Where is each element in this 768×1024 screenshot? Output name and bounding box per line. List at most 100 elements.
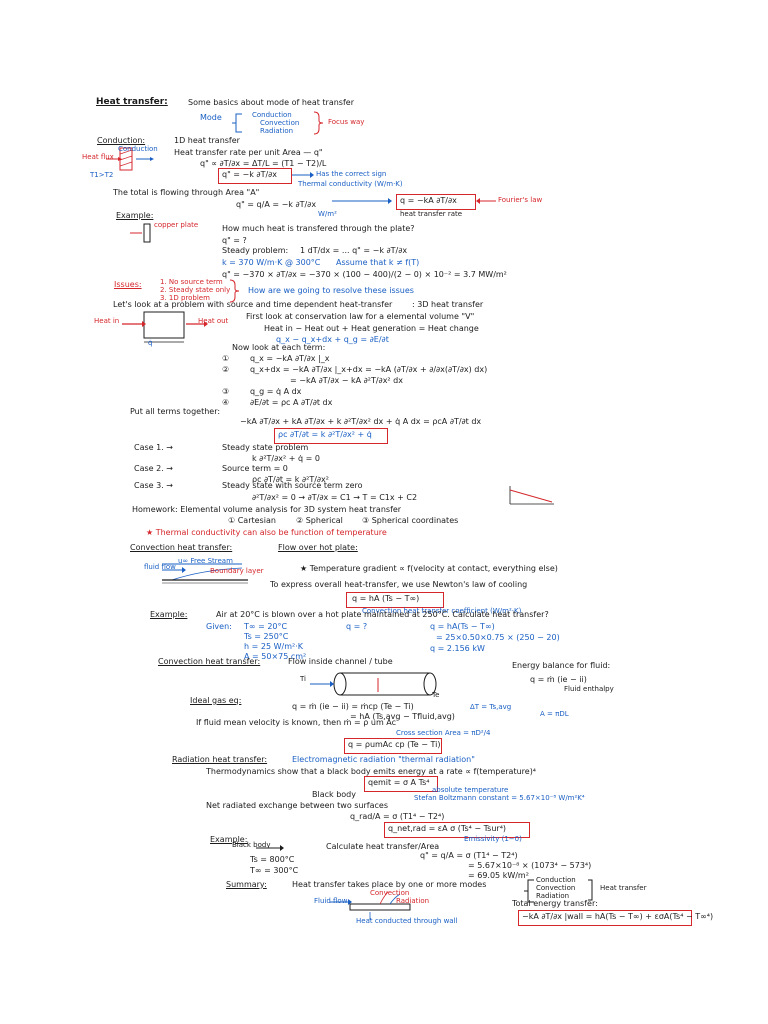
modes-prefix: Mode bbox=[200, 113, 222, 122]
issue-3: 3. 1D problem bbox=[160, 294, 210, 302]
summary-mode-1: Conduction bbox=[536, 876, 576, 884]
eq3-units: W/m² bbox=[318, 210, 337, 218]
cross-note: Cross section Area = πD²/4 bbox=[396, 729, 491, 737]
mode-convection: Convection bbox=[260, 119, 300, 127]
net-eq: q_rad/A = σ (T1⁴ − T2⁴) bbox=[350, 812, 445, 821]
conv-solve-2: = 25×0.50×0.75 × (250 − 20) bbox=[436, 633, 560, 642]
h-note: Convection heat transfer coefficient (W/… bbox=[362, 607, 522, 615]
internal-heading: Convection heat transfer: bbox=[158, 657, 261, 666]
net-boxed: q_net,rad = εA σ (Ts⁴ − Tsur⁴) bbox=[388, 824, 507, 833]
ideal-eq1: q = ṁ (ie − ii) = ṁcp (Te − Ti) bbox=[292, 702, 414, 711]
fig-sub: T1>T2 bbox=[90, 171, 114, 179]
total-label: The total is flowing through Area "A" bbox=[113, 188, 260, 197]
abs-temp: absolute temperature bbox=[432, 786, 509, 794]
convection-bullet2: To express overall heat-transfer, we use… bbox=[270, 580, 528, 589]
newton-box bbox=[346, 592, 444, 608]
put-together-label: Put all terms together: bbox=[130, 407, 221, 416]
linear-profile-figure bbox=[509, 486, 554, 505]
net-label: Net radiated exchange between two surfac… bbox=[206, 801, 389, 810]
general-intro-tag: : 3D heat transfer bbox=[412, 300, 484, 309]
summary-total: Total energy transfer: bbox=[512, 899, 598, 908]
example1-steady: Steady problem: bbox=[222, 246, 289, 255]
summary-box bbox=[518, 910, 692, 926]
conv-given-3: h = 25 W/m²·K bbox=[244, 642, 303, 651]
arrow-2 bbox=[332, 198, 392, 204]
cv-heat-in: Heat in bbox=[94, 317, 120, 325]
rad-example-fig: Black body bbox=[232, 841, 271, 849]
emissivity-note: Emissivity (1−0) bbox=[464, 835, 522, 843]
tube-out: Te bbox=[432, 691, 440, 699]
coord-1: ① Cartesian bbox=[228, 516, 276, 525]
radiation-thermo: Thermodynamics show that a black body em… bbox=[206, 767, 537, 776]
case2-text: Source term = 0 bbox=[222, 464, 288, 473]
tube-figure bbox=[310, 672, 437, 696]
sign-note: Has the correct sign bbox=[316, 170, 387, 178]
rad-example-figure bbox=[256, 845, 284, 851]
summary-heading: Summary: bbox=[226, 880, 267, 889]
combined-eq: −kA ∂T/∂x + kA ∂T/∂x + k ∂²T/∂x² dx + q̇… bbox=[240, 417, 482, 426]
free-stream-label: u∞ Free Stream bbox=[178, 557, 233, 565]
conv-given-label: Given: bbox=[206, 622, 232, 631]
radiation-heading: Radiation heat transfer: bbox=[172, 755, 268, 764]
stefan-note: Stefan Boltzmann constant = 5.67×10⁻⁸ W/… bbox=[414, 794, 585, 802]
case1-text: Steady state problem bbox=[222, 443, 309, 452]
conv-example-text: Air at 20°C is blown over a hot plate ma… bbox=[216, 610, 549, 619]
mean-vel: If fluid mean velocity is known, then ṁ … bbox=[196, 718, 397, 727]
example1-heading: Example: bbox=[116, 211, 154, 220]
example1-result: q" = −370 × ∂T/∂x = −370 × (100 − 400)/(… bbox=[222, 270, 507, 279]
modes-note: Focus way bbox=[328, 118, 365, 126]
general-conservation: First look at conservation law for a ele… bbox=[246, 312, 475, 321]
rad-given-2: T∞ = 300°C bbox=[250, 866, 299, 875]
emit-box bbox=[364, 776, 438, 792]
fourier-note: Fourier's law bbox=[498, 196, 543, 204]
flat-plate-figure bbox=[162, 563, 248, 584]
blackbody-label: Black body bbox=[312, 790, 356, 799]
example1-question: How much heat is transfered through the … bbox=[222, 224, 415, 233]
conv-given-4: A = 50×75 cm² bbox=[244, 652, 307, 661]
summary-mode-3: Radiation bbox=[536, 892, 570, 900]
fig-label: Conduction bbox=[118, 145, 158, 153]
summary-cond: Heat conducted through wall bbox=[356, 917, 458, 925]
case1-eq: k ∂²T/∂x² + q̇ = 0 bbox=[252, 454, 320, 463]
case1-label: Case 1. → bbox=[134, 443, 173, 452]
case3-eq: ∂²T/∂x² = 0 → ∂T/∂x = C1 → T = C1x + C2 bbox=[252, 493, 418, 502]
modes-red-brace bbox=[313, 111, 324, 135]
issue-1: 1. No source term bbox=[160, 278, 223, 286]
fluid-flow-label: fluid flow bbox=[144, 563, 176, 571]
case3-label: Case 3. → bbox=[134, 481, 173, 490]
rad-sol-2: = 5.67×10⁻⁸ × (1073⁴ − 573⁴) bbox=[468, 861, 592, 870]
conduction-eq1: q" ∝ ∂T/∂x = ΔT/L = (T1 − T2)/L bbox=[200, 159, 327, 168]
rad-sol-3: = 69.05 kW/m² bbox=[468, 871, 529, 880]
tube-in: Ti bbox=[300, 675, 307, 683]
internal-sub: Flow inside channel / tube bbox=[288, 657, 393, 666]
eq2-box bbox=[218, 168, 292, 184]
mode-conduction: Conduction bbox=[252, 111, 292, 119]
issues-label: Issues: bbox=[114, 280, 142, 289]
page-title: Heat transfer: bbox=[96, 97, 168, 107]
energy-eq: q = ṁ (ie − ii) bbox=[530, 675, 587, 684]
modes-brace bbox=[232, 113, 242, 133]
conv-find: q = ? bbox=[346, 622, 368, 631]
rate-label: Heat transfer rate per unit Area — q" bbox=[174, 148, 323, 157]
cv-q: q̇ bbox=[148, 339, 153, 347]
arrow-1 bbox=[292, 172, 314, 178]
conv-given-1: T∞ = 20°C bbox=[244, 622, 288, 631]
summary-brace-2 bbox=[588, 879, 593, 901]
example1-given: k = 370 W/m·K @ 300°C bbox=[222, 258, 321, 267]
rad-given-1: Ts = 800°C bbox=[250, 855, 295, 864]
conv-given-2: Ts = 250°C bbox=[244, 632, 289, 641]
conv-solve-3: q = 2.156 kW bbox=[430, 644, 485, 653]
term-2b: = −kA ∂T/∂x − kA ∂²T/∂x² dx bbox=[290, 376, 403, 385]
issues-brace bbox=[229, 279, 240, 303]
term-marker-3: ③ bbox=[222, 387, 230, 396]
case3-text: Steady state with source term zero bbox=[222, 481, 363, 490]
summary-text: Heat transfer takes place by one or more… bbox=[292, 880, 487, 889]
heat-eq-box bbox=[274, 428, 388, 444]
issue-2: 2. Steady state only bbox=[160, 286, 231, 294]
rad-example-label: Example: bbox=[210, 835, 248, 844]
ideal-label: Ideal gas eq: bbox=[190, 696, 242, 705]
summary-wall-figure bbox=[330, 891, 411, 920]
a-note: A = πDL bbox=[540, 710, 569, 718]
conduction-eq4: q = −kA ∂T/∂x bbox=[400, 196, 457, 205]
k-warning: ★ Thermal conductivity can also be funct… bbox=[146, 528, 387, 537]
